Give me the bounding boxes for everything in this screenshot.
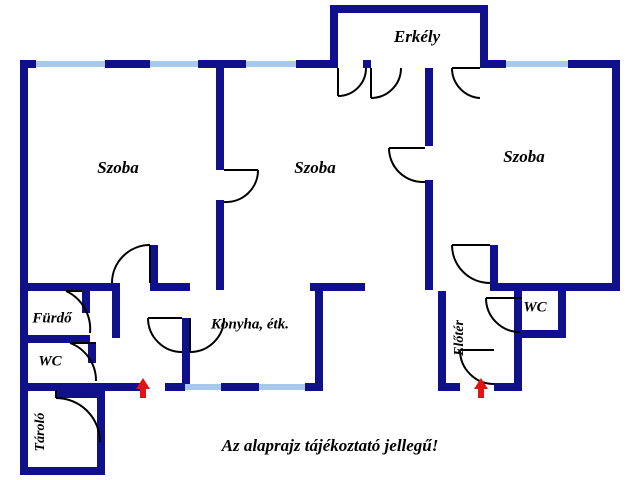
wall-kitchen-bottom-a xyxy=(165,383,185,391)
wall-balcony-bottom-b xyxy=(363,60,371,68)
wall-elotér-door-jamb xyxy=(490,245,498,283)
door-szoba-left-corridor-arc xyxy=(111,244,151,284)
wall-elotér-bottom-a xyxy=(438,383,460,391)
wall-elotér-top-stub xyxy=(490,283,514,291)
door-group xyxy=(55,67,522,443)
room-label-wc-left: WC xyxy=(38,353,62,369)
wall-elotér-right xyxy=(514,291,522,390)
wall-wc-right-bottom xyxy=(514,330,566,338)
wall-furdo-bottom xyxy=(20,335,90,343)
wall-hall-left xyxy=(112,283,120,338)
wall-tarolo-top xyxy=(56,390,105,398)
wall-balcony-left xyxy=(330,5,338,68)
wall-top-seg-a xyxy=(105,60,150,68)
wall-kitchen-bottom-b xyxy=(221,383,259,391)
door-entrance-hall-arc xyxy=(459,349,495,385)
door-wc-right-arc xyxy=(485,297,521,333)
wall-group xyxy=(20,5,620,475)
wall-elotér-bottom-b xyxy=(494,383,522,391)
door-furdo-arc xyxy=(65,290,92,334)
wall-top-seg-d xyxy=(488,60,506,68)
room-label-furdo: Fürdő xyxy=(31,310,73,326)
room-label-elotér: Előtér xyxy=(452,320,467,357)
wall-balcony-pier xyxy=(296,60,304,68)
wall-outer-right xyxy=(612,60,620,290)
window-top-4 xyxy=(506,61,568,67)
room-label-szoba-right: Szoba xyxy=(503,147,545,166)
entrance-arrows xyxy=(136,378,488,398)
wall-left-divider xyxy=(20,283,112,291)
window-top-1 xyxy=(36,61,105,67)
wall-corridor-bottom xyxy=(95,383,143,391)
window-top-2 xyxy=(150,61,198,67)
wall-kitchen-right xyxy=(315,291,323,390)
wall-kitchen-bottom-c xyxy=(305,383,323,391)
room-label-erkely: Erkély xyxy=(393,27,441,46)
wall-vert-mid-right-b xyxy=(425,180,433,290)
door-balcony-right-arc xyxy=(450,67,481,99)
wall-outer-left xyxy=(20,60,28,390)
wall-elotér-left xyxy=(438,291,446,390)
room-label-szoba-left: Szoba xyxy=(97,158,139,177)
wall-hall-top-stub xyxy=(150,245,158,285)
door-szoba-left-mid-arc xyxy=(223,169,260,204)
window-kitchen-1 xyxy=(185,384,221,390)
wall-vert-mid-right xyxy=(425,68,433,146)
window-top-3 xyxy=(246,61,300,67)
up-arrow-icon-hall xyxy=(474,378,488,398)
wall-tarolo-bottom xyxy=(20,467,105,475)
door-szoba-mid-right-arc xyxy=(387,147,426,184)
plan-caption: Az alaprajz tájékoztató jellegű! xyxy=(221,436,439,455)
wall-tarolo-left xyxy=(20,383,28,475)
room-labels: Szoba Szoba Szoba Erkély Fürdő WC WC Kon… xyxy=(31,27,547,452)
room-label-szoba-middle: Szoba xyxy=(294,158,336,177)
room-label-wc-right: WC xyxy=(523,299,547,315)
door-tarolo-arc xyxy=(55,397,101,443)
wall-furdo-right xyxy=(82,283,90,313)
window-kitchen-2 xyxy=(259,384,305,390)
wall-top-seg-e xyxy=(568,60,620,68)
door-corridor-arc xyxy=(147,317,183,353)
room-label-tarolo: Tároló xyxy=(33,413,48,452)
wall-left-divider-2 xyxy=(150,283,190,291)
wall-corridor-right xyxy=(182,318,190,390)
up-arrow-icon-kitchen xyxy=(136,378,150,398)
door-balcony-left-arc xyxy=(337,67,367,97)
wall-tarolo-right xyxy=(97,398,105,475)
door-wc-left-arc xyxy=(69,342,98,382)
wall-wc-right-side xyxy=(558,283,566,338)
wall-wc-bottom xyxy=(20,383,95,391)
wall-mid-bottom-a xyxy=(310,283,365,291)
wall-wc-right xyxy=(88,343,96,363)
wall-vert-left-mid xyxy=(216,60,224,170)
wall-top-seg-c xyxy=(300,60,338,68)
door-szoba-right-elotér-arc xyxy=(451,244,491,284)
room-label-konyha: Konyha, étk. xyxy=(210,316,289,332)
wall-balcony-right xyxy=(480,5,488,68)
wall-balcony-bottom-a xyxy=(330,60,338,68)
wall-balcony-top xyxy=(330,5,488,13)
door-kitchen-arc xyxy=(189,317,225,353)
wall-vert-left-mid-b xyxy=(216,200,224,290)
door-balcony-mid-arc xyxy=(370,67,402,99)
